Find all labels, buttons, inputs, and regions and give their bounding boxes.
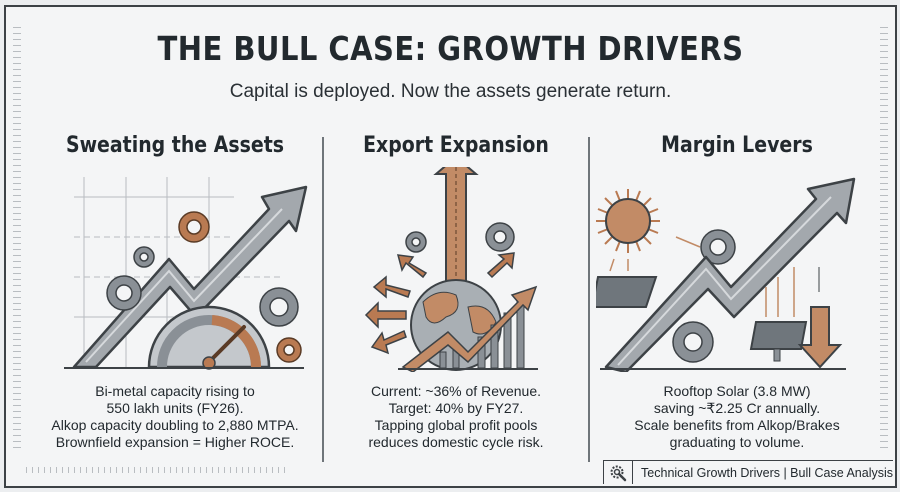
column-title: Sweating the Assets <box>65 133 285 158</box>
bottom-ruler-decoration <box>26 467 286 473</box>
description-line: 550 lakh units (FY26). <box>106 400 244 416</box>
description-line: Alkop capacity doubling to 2,880 MTPA. <box>51 417 299 433</box>
footer-caption: Technical Growth Drivers | Bull Case Ana… <box>603 460 893 484</box>
rising-arrow-gears-gauge-icon <box>34 167 316 372</box>
page-subtitle: Capital is deployed. Now the assets gene… <box>229 81 672 102</box>
gear-wrench-icon <box>604 461 634 484</box>
description-line: Current: ~36% of Revenue. <box>370 383 542 399</box>
page-title: THE BULL CASE: GROWTH DRIVERS <box>157 29 744 68</box>
description-line: Tapping global profit pools <box>374 417 538 433</box>
globe-export-arrows-icon <box>328 155 584 373</box>
column-title: Margin Levers <box>661 133 813 158</box>
column-title: Export Expansion <box>363 133 549 158</box>
right-ruler-decoration <box>880 27 888 452</box>
column-sweating-assets: Sweating the Assets <box>34 119 316 459</box>
column-divider <box>322 137 324 462</box>
description-line: Scale benefits from Alkop/Brakes <box>634 417 840 433</box>
column-export-expansion: Export Expansion <box>328 119 584 459</box>
footer-text: Technical Growth Drivers | Bull Case Ana… <box>641 465 893 480</box>
description-line: Bi-metal capacity rising to <box>95 383 255 399</box>
description-line: Rooftop Solar (3.8 MW) <box>663 383 811 399</box>
sun-solar-panel-arrow-icon <box>590 167 878 374</box>
description-line: saving ~₹2.25 Cr annually. <box>653 400 821 416</box>
column-divider <box>588 137 590 462</box>
description-line: Target: 40% by FY27. <box>388 400 524 416</box>
left-ruler-decoration <box>13 27 21 452</box>
infographic-frame: THE BULL CASE: GROWTH DRIVERS Capital is… <box>4 5 897 488</box>
column-description: Bi-metal capacity rising to 550 lakh uni… <box>34 383 316 451</box>
column-description: Rooftop Solar (3.8 MW) saving ~₹2.25 Cr … <box>596 383 878 451</box>
description-line: graduating to volume. <box>669 434 805 450</box>
description-line: Brownfield expansion = Higher ROCE. <box>55 434 295 450</box>
column-margin-levers: Margin Levers <box>590 119 878 459</box>
column-description: Current: ~36% of Revenue. Target: 40% by… <box>328 383 584 451</box>
description-line: reduces domestic cycle risk. <box>368 434 544 450</box>
